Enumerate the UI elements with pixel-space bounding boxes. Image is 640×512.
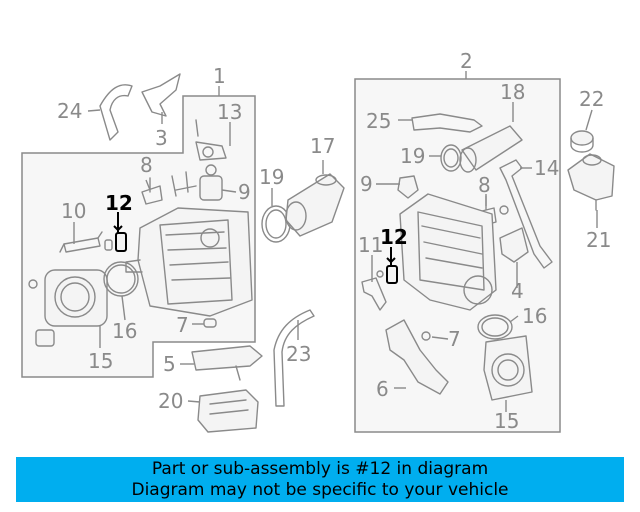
reservoir-20 bbox=[197, 389, 259, 433]
reservoir-21 bbox=[567, 153, 615, 211]
gasket-16-left bbox=[103, 261, 139, 297]
parts-diagram: 1 2 3 4 5 6 7 7 8 8 9 9 10 11 12 12 13 1… bbox=[21, 49, 615, 433]
gasket-19-left bbox=[261, 205, 291, 243]
callout-2: 2 bbox=[460, 49, 473, 73]
bracket-4 bbox=[499, 227, 529, 263]
callout-23: 23 bbox=[286, 342, 311, 366]
callout-13: 13 bbox=[217, 100, 242, 124]
callout-10: 10 bbox=[61, 199, 86, 223]
callout-21: 21 bbox=[586, 228, 611, 252]
part-12-left bbox=[104, 232, 127, 252]
callout-19-left: 19 bbox=[259, 165, 284, 189]
callout-15-right: 15 bbox=[494, 409, 519, 433]
callout-16-right: 16 bbox=[522, 304, 547, 328]
clip-7-right bbox=[421, 331, 431, 341]
callout-20: 20 bbox=[158, 389, 183, 413]
bracket-3 bbox=[141, 73, 181, 117]
hose-25 bbox=[411, 113, 483, 133]
banner-line-2: Diagram may not be specific to your vehi… bbox=[131, 480, 509, 500]
bolts-left bbox=[171, 171, 197, 197]
callout-3: 3 bbox=[155, 126, 168, 150]
cap-22 bbox=[570, 130, 594, 153]
pipe-5 bbox=[191, 345, 263, 381]
callout-8-left: 8 bbox=[140, 153, 153, 177]
sensor-9-left bbox=[199, 164, 223, 201]
intercooler-left bbox=[125, 207, 253, 317]
pipe-6 bbox=[385, 319, 449, 395]
hose-11 bbox=[361, 277, 387, 311]
callout-15-left: 15 bbox=[88, 349, 113, 373]
callout-14: 14 bbox=[534, 156, 559, 180]
callout-19-right: 19 bbox=[400, 144, 425, 168]
callout-5: 5 bbox=[163, 352, 176, 376]
callout-16-left: 16 bbox=[112, 319, 137, 343]
gasket-19-right bbox=[440, 144, 462, 172]
hose-24 bbox=[99, 84, 133, 141]
duct-18 bbox=[459, 125, 523, 173]
info-banner: Part or sub-assembly is #12 in diagram D… bbox=[16, 457, 624, 502]
callout-11: 11 bbox=[358, 233, 383, 257]
callout-12-left: 12 bbox=[105, 191, 133, 215]
sensor-9-right bbox=[397, 175, 419, 199]
part-12-right bbox=[376, 265, 398, 284]
callout-4: 4 bbox=[511, 279, 524, 303]
callout-6: 6 bbox=[376, 377, 389, 401]
callout-24: 24 bbox=[57, 99, 82, 123]
hose-23 bbox=[273, 309, 315, 407]
duct-17 bbox=[285, 173, 345, 237]
callout-18: 18 bbox=[500, 80, 525, 104]
intercooler-right bbox=[399, 193, 497, 311]
callout-7-right: 7 bbox=[448, 327, 461, 351]
hose-10 bbox=[59, 231, 103, 253]
callout-8-right: 8 bbox=[478, 173, 491, 197]
callout-22: 22 bbox=[579, 87, 604, 111]
throttle-body-right bbox=[483, 335, 533, 401]
clip-7-left bbox=[203, 318, 217, 328]
gasket-16-right bbox=[477, 314, 513, 340]
callout-17: 17 bbox=[310, 134, 335, 158]
throttle-body-left bbox=[28, 269, 108, 347]
callout-12-right: 12 bbox=[380, 225, 408, 249]
pipe-14 bbox=[499, 159, 553, 269]
callout-9-left: 9 bbox=[238, 180, 251, 204]
callout-7-left: 7 bbox=[176, 313, 189, 337]
callout-9-right: 9 bbox=[360, 172, 373, 196]
callout-1: 1 bbox=[213, 64, 226, 88]
callout-25: 25 bbox=[366, 109, 391, 133]
fitting-13 bbox=[195, 119, 227, 161]
banner-line-1: Part or sub-assembly is #12 in diagram bbox=[151, 459, 489, 479]
leader-lines bbox=[73, 71, 598, 412]
